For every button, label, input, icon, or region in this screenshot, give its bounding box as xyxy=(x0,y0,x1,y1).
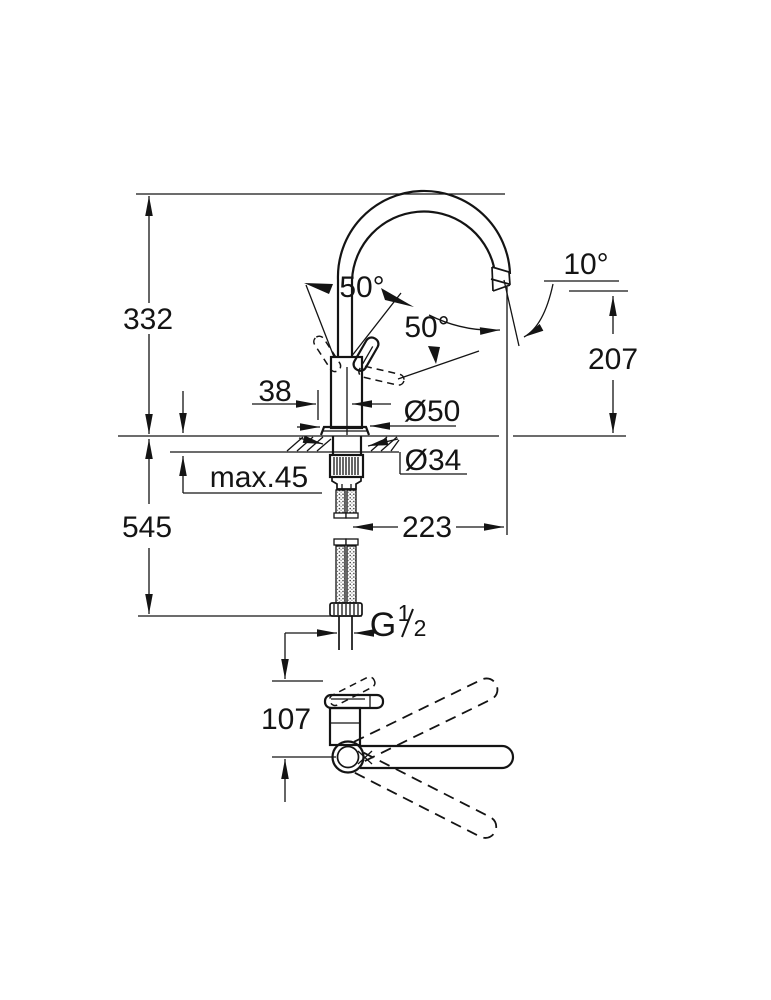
tv-spout-dashed-down xyxy=(353,751,498,839)
dim-d34-label: Ø34 xyxy=(405,444,462,477)
tv-swivel-outer xyxy=(331,740,365,774)
dim-outlet-height-angle: 10° 207 xyxy=(428,248,638,535)
tv-handle-dashed xyxy=(328,676,376,707)
tv-swivel-inner xyxy=(336,745,360,769)
dim-545-label: 545 xyxy=(122,511,172,544)
dim-thread: G 1 2 xyxy=(285,600,426,644)
thread-letter: G xyxy=(370,606,396,644)
handle-solid xyxy=(352,336,380,372)
hatching-left xyxy=(286,436,332,452)
dim-332-label: 332 xyxy=(123,303,173,336)
tv-spout-dashed-up xyxy=(353,677,499,763)
dim-207-label: 207 xyxy=(588,343,638,376)
dim-38-label: 38 xyxy=(258,375,291,408)
dim-total-height: 332 xyxy=(123,193,505,434)
spout-inner-outline xyxy=(350,210,496,357)
dim-max-thickness: max.45 xyxy=(179,391,322,494)
mounting-nut xyxy=(328,453,365,490)
top-view xyxy=(323,676,515,839)
dim-handle-swing-side: 50° xyxy=(397,311,480,380)
dim-spout-projection: 223 xyxy=(353,511,504,544)
front-view xyxy=(118,189,626,650)
escutcheon xyxy=(319,425,371,436)
dim-hole-diameter: Ø34 xyxy=(298,435,467,477)
supply-hoses-upper xyxy=(333,489,359,519)
dim-50deg-side-label: 50° xyxy=(404,311,449,344)
dim-base-diameter: Ø50 xyxy=(297,395,461,431)
tv-body xyxy=(328,706,362,747)
counter-section xyxy=(118,435,626,453)
dim-223-label: 223 xyxy=(402,511,452,544)
spout-outer-outline xyxy=(336,189,512,357)
dim-50deg-front-label: 50° xyxy=(339,271,384,304)
thread-denominator: 2 xyxy=(414,615,427,641)
dim-10deg-label: 10° xyxy=(563,248,608,281)
spout-outlet xyxy=(490,266,511,292)
supply-hoses-lower xyxy=(333,538,359,604)
dim-swivel-offset: 107 xyxy=(261,633,336,802)
dim-handle-offset: 38 xyxy=(252,367,391,435)
dim-below-counter: 545 xyxy=(122,439,362,617)
dim-max45-label: max.45 xyxy=(210,461,308,494)
tv-spout-solid xyxy=(360,744,515,770)
dim-handle-swing-front: 50° xyxy=(304,271,414,358)
dim-107-label: 107 xyxy=(261,703,311,736)
thread-numerator: 1 xyxy=(398,600,411,626)
handle-dashed-right xyxy=(358,365,405,386)
dim-d50-label: Ø50 xyxy=(404,395,461,428)
hose-end-fitting xyxy=(329,602,363,650)
tv-center-mark xyxy=(357,750,373,765)
